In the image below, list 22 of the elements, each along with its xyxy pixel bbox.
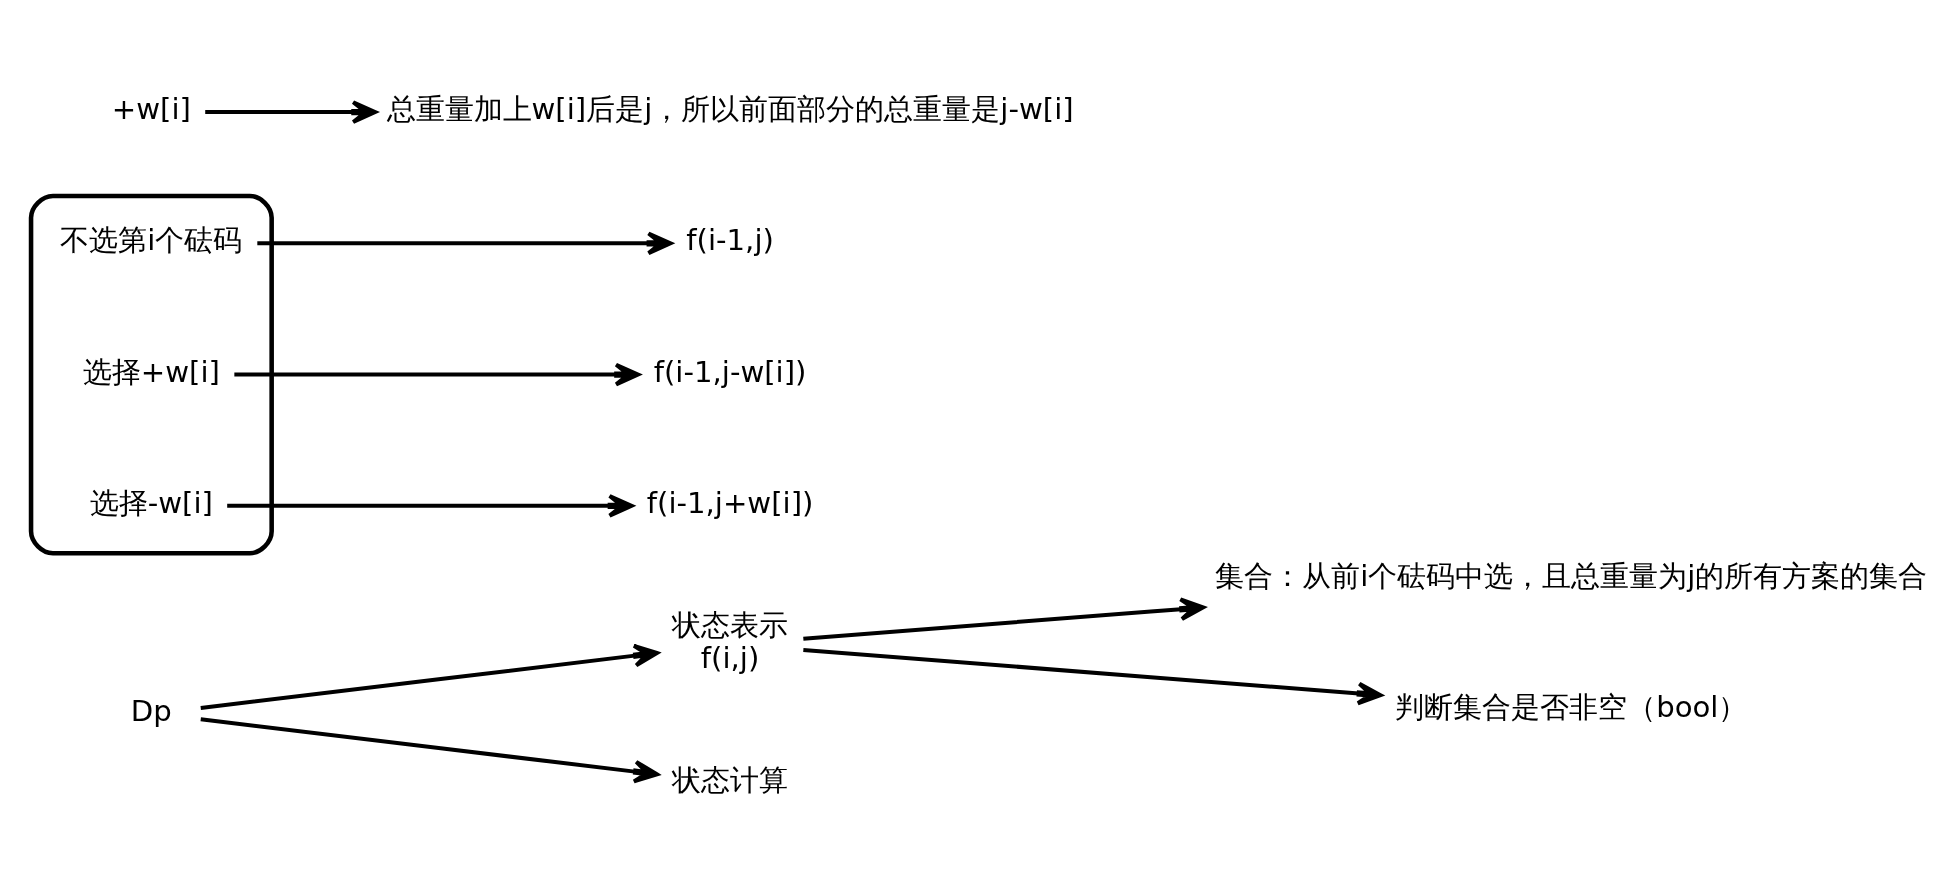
node-text: f(i-1,j+w[i]) [646, 485, 814, 520]
arrow [200, 643, 659, 710]
arrow [803, 647, 1383, 706]
cluster [28, 193, 274, 556]
arrow [234, 362, 641, 387]
node-text: 总重量加上w[i]后是j，所以前面部分的总重量是j-w[i] [386, 92, 1074, 127]
arrow [205, 100, 378, 124]
node-text: 不选第i个砝码 [60, 223, 243, 258]
arrow [257, 231, 673, 256]
arrow [803, 597, 1206, 641]
arrow [200, 717, 659, 784]
node-text: 判断集合是否非空（bool） [1395, 689, 1748, 724]
node-text: 状态表示 f(i,j) [672, 607, 789, 675]
node-text: f(i-1,j-w[i]) [653, 354, 807, 389]
node-text: 状态计算 [672, 762, 789, 797]
node-text: Dp [130, 693, 172, 728]
node-text: 选择+w[i] [82, 354, 220, 389]
node-text: 集合：从前i个砝码中选，且总重量为j的所有方案的集合 [1215, 558, 1928, 593]
node-text: 选择-w[i] [89, 485, 213, 520]
node-text: f(i-1,j) [686, 223, 774, 258]
node-text: +w[i] [111, 92, 191, 127]
arrow [227, 494, 634, 518]
